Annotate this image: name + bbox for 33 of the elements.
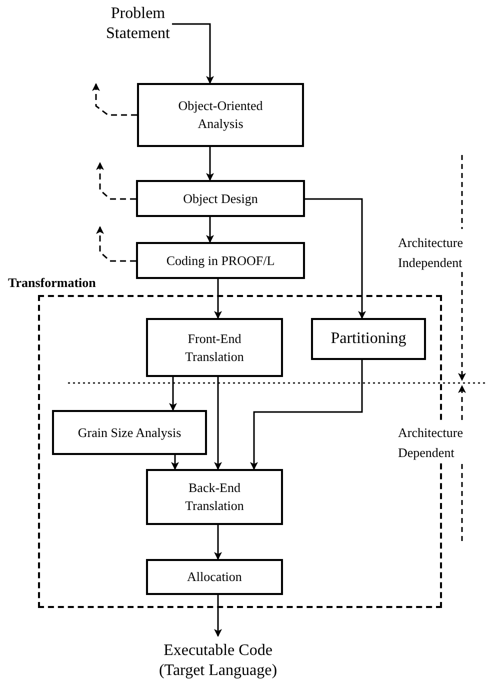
- arrow: [305, 198, 366, 319]
- box-label: Coding in PROOF/L: [166, 252, 275, 270]
- dashed-feedback-arrow: [96, 162, 136, 200]
- arrow: [214, 525, 222, 560]
- arrow: [169, 377, 177, 411]
- process-box: [137, 83, 304, 147]
- process-box: [146, 559, 283, 595]
- box-label: Allocation: [187, 568, 242, 586]
- group-heading: Transformation: [8, 276, 96, 289]
- process-box: [311, 318, 426, 360]
- arrow: [171, 455, 179, 470]
- process-box: [52, 410, 207, 455]
- dashed-feedback-arrow: [96, 226, 136, 262]
- process-box: [146, 318, 283, 377]
- arrow: [206, 147, 214, 181]
- box-label: Grain Size Analysis: [78, 424, 182, 442]
- arrow: [206, 217, 214, 243]
- process-box: [146, 469, 283, 525]
- arrow: [250, 360, 363, 470]
- arrow: [214, 279, 222, 319]
- box-label: Object-Oriented Analysis: [177, 97, 264, 133]
- text-label: Executable Code (Target Language): [120, 636, 316, 686]
- dashed-feedback-arrow: [92, 83, 137, 116]
- arrow: [214, 595, 222, 637]
- box-label: Front-End Translation: [184, 330, 245, 366]
- process-box: [136, 242, 305, 279]
- arrow: [214, 377, 222, 470]
- text-label: Problem Statement: [104, 2, 172, 46]
- process-box: [136, 180, 305, 217]
- box-label: Back-End Translation: [184, 479, 245, 515]
- box-label: Object Design: [183, 190, 258, 208]
- arrow: [172, 23, 214, 84]
- box-label: Partitioning: [330, 329, 406, 349]
